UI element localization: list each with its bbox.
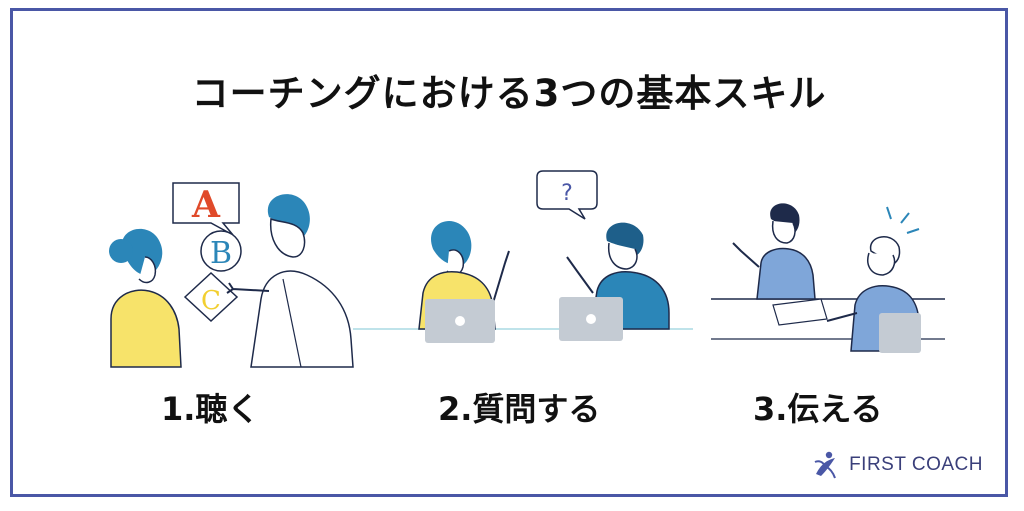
question-mark-icon: ? xyxy=(561,181,573,206)
document-papers xyxy=(772,298,828,326)
presenter-woman xyxy=(732,203,816,300)
figure-leaf-logo-icon xyxy=(814,451,837,479)
skill-label-convey: 3.伝える xyxy=(753,390,883,428)
speech-bubble-a: A xyxy=(172,182,240,236)
page-title: コーチングにおける3つの基本スキル xyxy=(191,72,827,115)
speech-bubble-c: C xyxy=(183,271,239,323)
questioning-illustration: ? xyxy=(353,163,693,353)
brand-logo: FIRST COACH xyxy=(811,450,983,480)
question-bubble: ? xyxy=(536,170,598,220)
laptop-left xyxy=(425,299,495,343)
speaker-man xyxy=(226,194,354,368)
skill-label-question: 2.質問する xyxy=(438,390,601,428)
office-chair xyxy=(879,313,921,353)
listener-man xyxy=(826,236,921,353)
emphasis-lines-icon xyxy=(886,206,920,234)
brand-name: FIRST COACH xyxy=(849,454,983,475)
bubble-letter-b: B xyxy=(210,236,232,271)
listening-illustration: A B C xyxy=(101,179,361,369)
speech-bubble-b: B xyxy=(200,230,242,272)
skill-label-listen: 1.聴く xyxy=(161,390,260,428)
laptop-right xyxy=(559,297,623,341)
conveying-illustration xyxy=(703,201,953,361)
bubble-letter-a: A xyxy=(191,184,221,226)
diagram-frame: コーチングにおける3つの基本スキル A B C xyxy=(10,8,1008,497)
bubble-letter-c: C xyxy=(201,286,221,316)
listener-woman xyxy=(109,228,182,368)
